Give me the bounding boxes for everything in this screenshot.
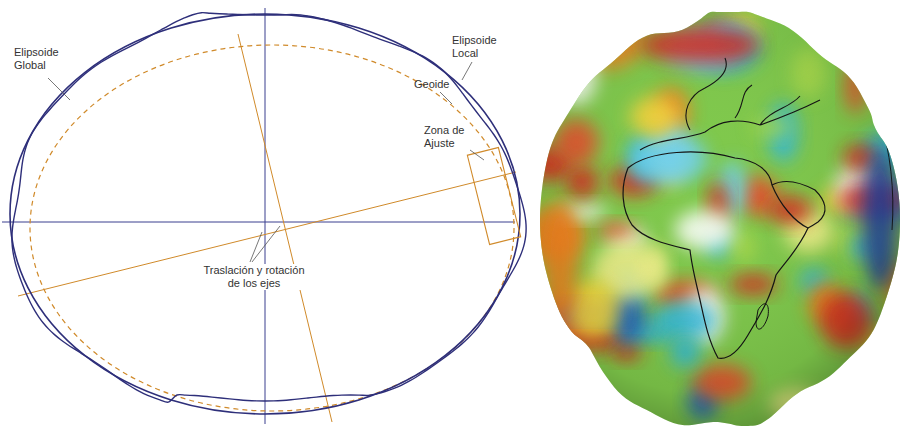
x-axis	[2, 222, 515, 223]
label: Traslación y rotación de los ejes	[196, 264, 312, 290]
leader-line	[252, 226, 280, 262]
label: Geoide	[414, 78, 464, 91]
y-axis	[265, 8, 266, 424]
geoid-anomaly	[855, 366, 905, 415]
geoid-anomaly	[576, 10, 631, 30]
rotated-y-axis	[238, 34, 332, 422]
leader-line	[440, 92, 452, 104]
leader-line	[470, 150, 484, 160]
local-ellipsoid	[30, 45, 514, 411]
leader-line	[48, 78, 70, 100]
label: Zona de Ajuste	[424, 124, 476, 150]
label: Elipsoide Local	[452, 34, 508, 60]
geoid-globe	[519, 10, 905, 426]
label: Elipsoide Global	[14, 46, 74, 72]
geoid-anomaly	[555, 16, 598, 62]
global-ellipsoid	[10, 14, 520, 414]
geoid	[12, 13, 526, 403]
leader-line	[462, 62, 472, 80]
geoid-anomaly	[559, 33, 589, 62]
rotated-x-axis	[18, 172, 516, 296]
fit-zone-box	[467, 147, 520, 244]
